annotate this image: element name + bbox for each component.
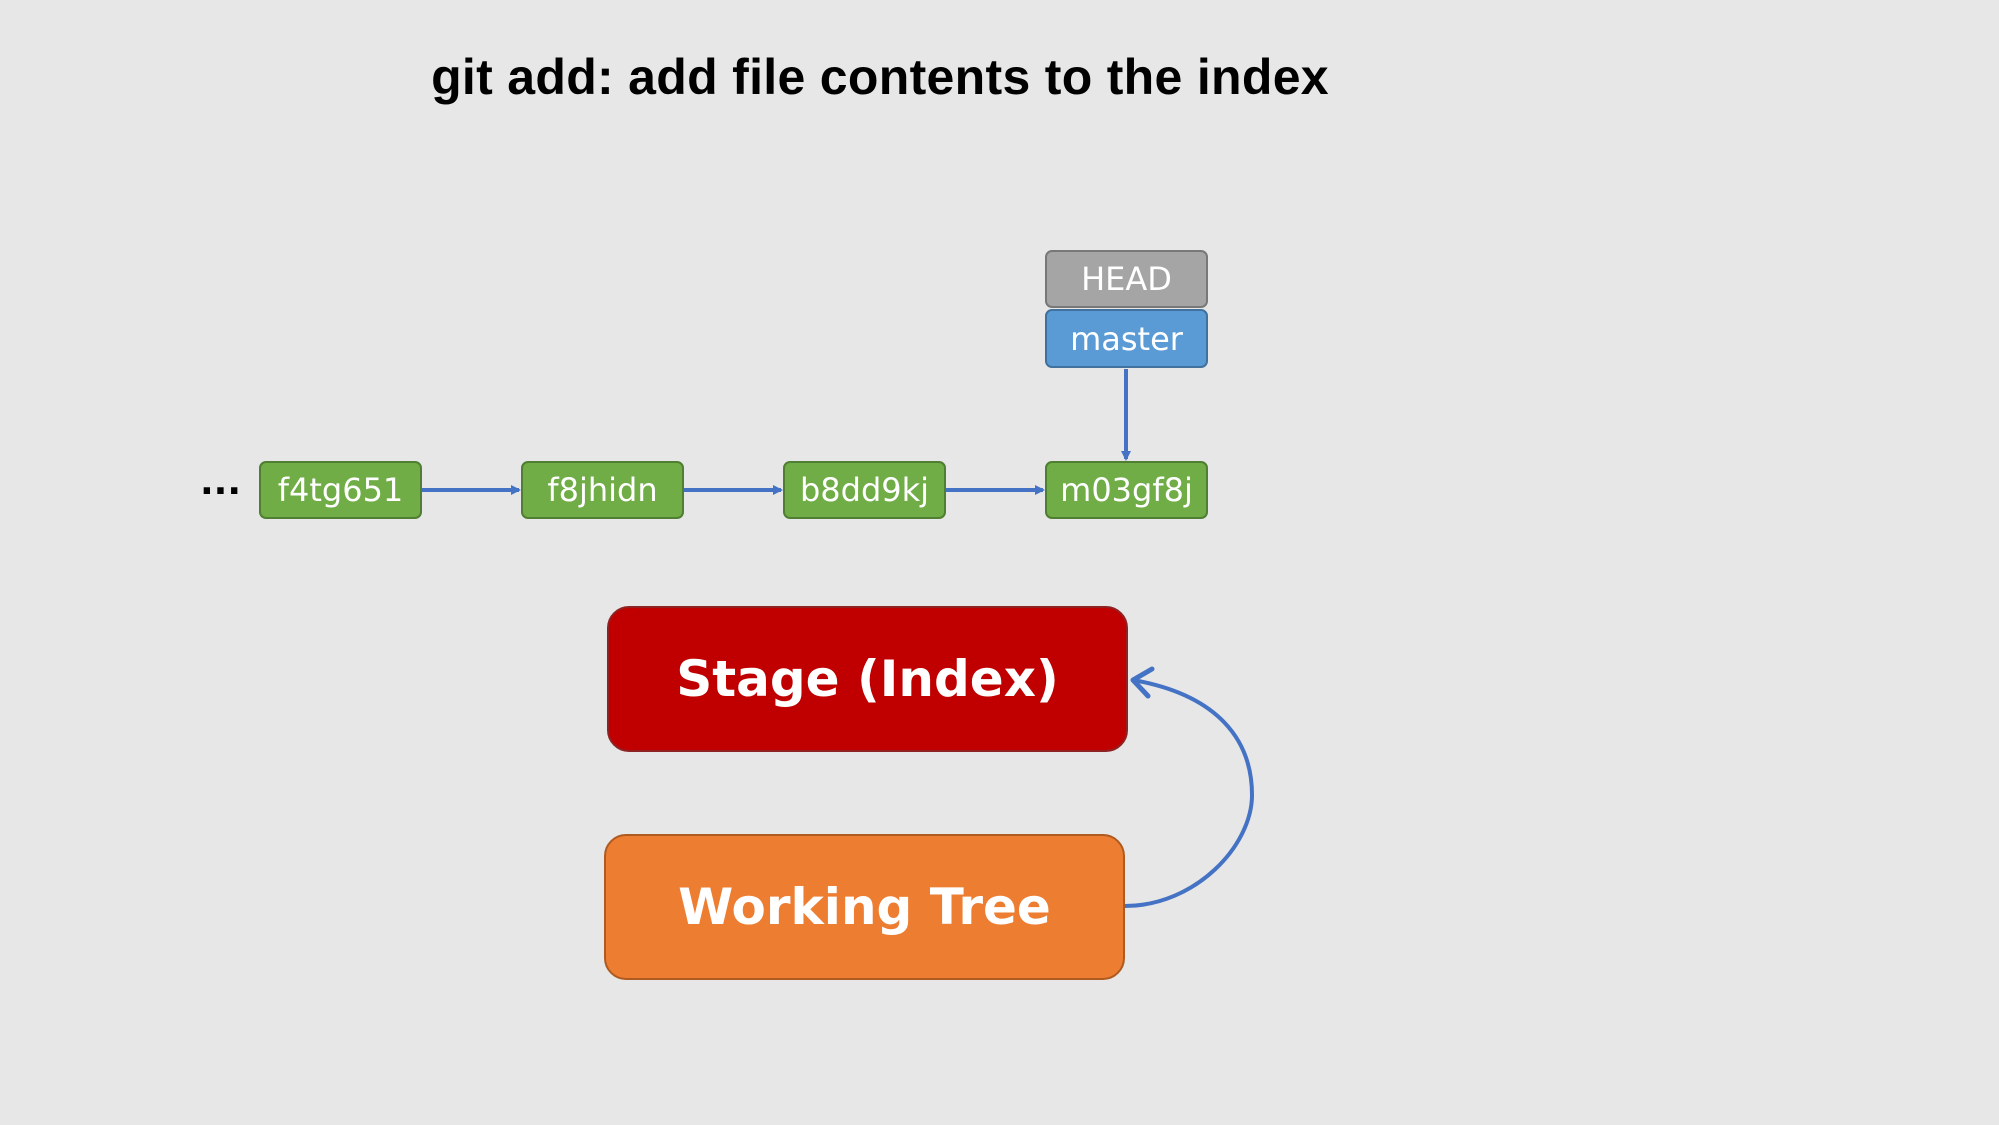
commit-node-2: f8jhidn <box>521 461 684 519</box>
commit-node-3: b8dd9kj <box>783 461 946 519</box>
earlier-commits-ellipsis: ... <box>200 462 242 503</box>
commit-node-1: f4tg651 <box>259 461 422 519</box>
master-branch-label: master <box>1045 309 1208 368</box>
slide-title: git add: add file contents to the index <box>431 49 1329 105</box>
stage-index-area: Stage (Index) <box>607 606 1128 752</box>
head-ref-label: HEAD <box>1045 250 1208 308</box>
git-add-curved-arrow <box>1124 678 1255 908</box>
working-tree-area: Working Tree <box>604 834 1125 980</box>
git-add-arrowhead <box>1130 666 1155 699</box>
commit-node-4: m03gf8j <box>1045 461 1208 519</box>
